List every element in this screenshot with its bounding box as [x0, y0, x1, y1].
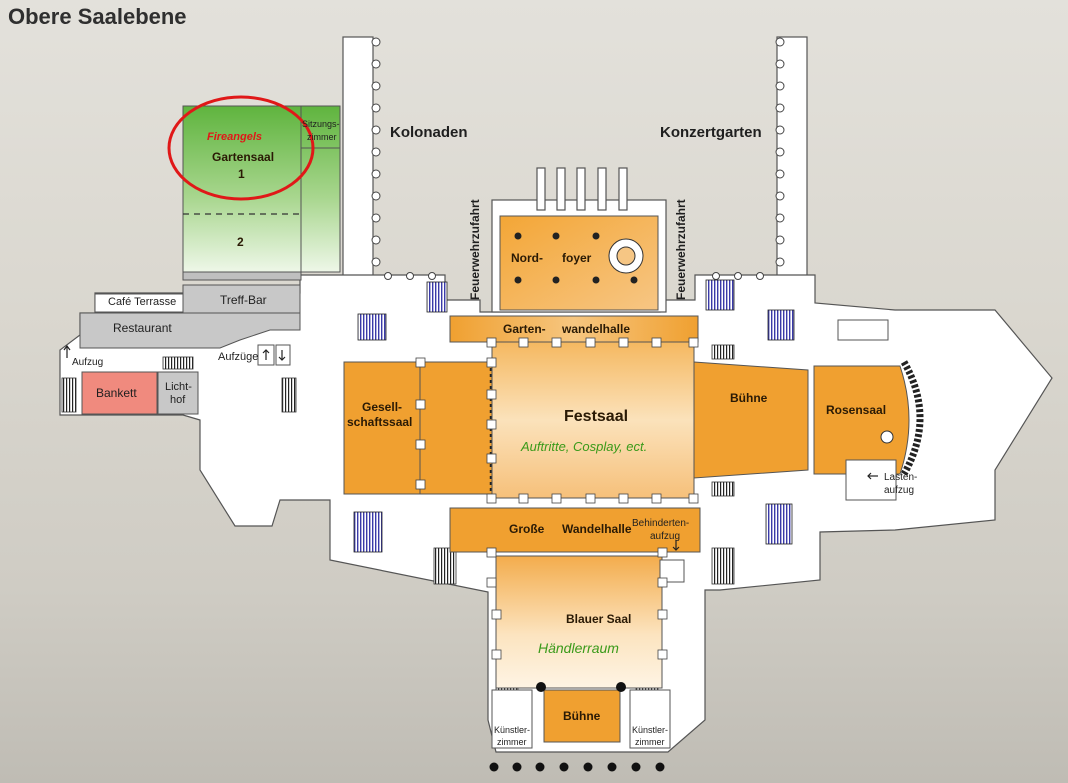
rosensaal-room: [813, 365, 910, 475]
feuerwehrzufahrt-left-label: Feuerwehrzufahrt: [468, 199, 482, 300]
gesellschaftssaal-room: [343, 361, 493, 495]
blauer-saal-label: Blauer Saal: [566, 612, 632, 626]
grosse-wandelhalle-room: [449, 507, 701, 553]
buehne-east-label: Bühne: [730, 391, 768, 405]
festsaal-room: [491, 341, 695, 499]
buehne-south-room: [543, 689, 621, 743]
rosensaal-label: Rosensaal: [826, 403, 887, 417]
festsaal-label: Festsaal: [564, 408, 629, 425]
sitzungszimmer-label-2: zimmer: [307, 132, 337, 142]
blauer-saal-use-annotation: Händlerraum: [538, 640, 619, 656]
bankett-label: Bankett: [96, 386, 137, 400]
behindertenaufzug-label-2: aufzug: [650, 531, 681, 542]
cafe-terrasse-label: Café Terrasse: [108, 296, 177, 308]
kuenstlerzimmer-right-label-1: Künstler-: [632, 725, 669, 735]
gartensaal-1-label: 1: [238, 167, 245, 181]
gartensaal-label: Gartensaal: [212, 150, 275, 164]
festsaal-use-annotation: Auftritte, Cosplay, ect.: [521, 439, 648, 454]
wandelhalle-label: Wandelhalle: [562, 522, 632, 536]
buehne-south-label: Bühne: [563, 709, 601, 723]
fireangels-highlight: [167, 95, 315, 201]
lastenaufzug-label-1: Lasten-: [884, 472, 918, 483]
map-title: Obere Saalebene: [8, 4, 187, 29]
feuerwehrzufahrt-right-label: Feuerwehrzufahrt: [674, 199, 688, 300]
nordfoyer-label-1: Nord-: [511, 251, 543, 265]
grey-rooms: [79, 284, 301, 415]
kuenstlerzimmer-left-label-1: Künstler-: [494, 725, 531, 735]
treff-bar-label: Treff-Bar: [220, 293, 267, 307]
gesellschaftssaal-label-1: Gesell-: [362, 400, 403, 414]
behindertenaufzug-label-1: Behinderten-: [632, 518, 690, 529]
fireangels-annotation: Fireangels: [207, 131, 263, 143]
kuenstlerzimmer-right-label-2: zimmer: [635, 737, 665, 747]
grosse-label: Große: [509, 522, 545, 536]
lichthof-label-2: hof: [170, 394, 186, 406]
lichthof-label-1: Licht-: [165, 381, 192, 393]
aufzug-label: Aufzug: [72, 357, 104, 368]
sitzungszimmer-label-1: Sitzungs-: [302, 119, 340, 129]
nordfoyer-label-2: foyer: [562, 251, 592, 265]
buehne-east-room: [693, 361, 809, 479]
blauer-saal-room: [495, 555, 663, 689]
gesellschaftssaal-label-2: schaftssaal: [347, 415, 413, 429]
gartenwandelhalle-label-2: wandelhalle: [562, 322, 631, 336]
kolonaden-label: Kolonaden: [390, 124, 468, 141]
lastenaufzug-label-2: aufzug: [884, 485, 915, 496]
gartensaal-2-label: 2: [237, 235, 244, 249]
konzertgarten-label: Konzertgarten: [660, 124, 762, 141]
aufzuege-label: Aufzüge: [218, 351, 259, 363]
kuenstlerzimmer-left-label-2: zimmer: [497, 737, 527, 747]
gartenwandelhalle-label-1: Garten-: [503, 322, 546, 336]
restaurant-label: Restaurant: [113, 321, 172, 335]
bankett-room: [81, 371, 158, 415]
